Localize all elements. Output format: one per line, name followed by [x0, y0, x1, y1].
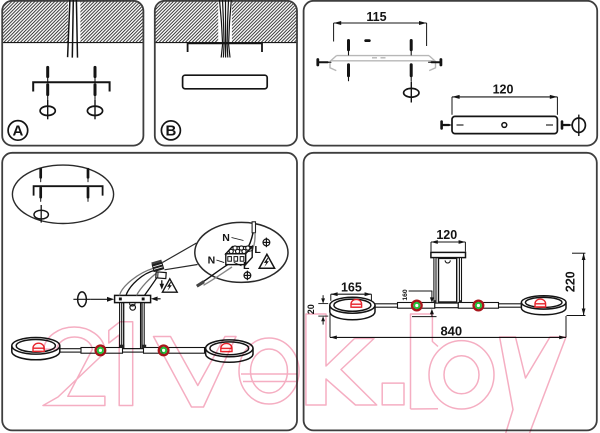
svg-text:120: 120	[493, 83, 514, 97]
svg-text:840: 840	[440, 324, 462, 339]
svg-text:N: N	[208, 254, 216, 266]
svg-text:20: 20	[306, 304, 316, 314]
svg-text:165: 165	[341, 280, 362, 294]
svg-text:160: 160	[402, 289, 409, 301]
svg-text:A: A	[12, 123, 23, 140]
svg-text:115: 115	[366, 10, 386, 24]
svg-text:L: L	[254, 244, 261, 256]
svg-text:L: L	[243, 260, 250, 272]
svg-text:B: B	[165, 123, 176, 140]
svg-text:220: 220	[564, 271, 578, 292]
svg-text:120: 120	[436, 228, 457, 242]
svg-text:N: N	[222, 232, 230, 244]
